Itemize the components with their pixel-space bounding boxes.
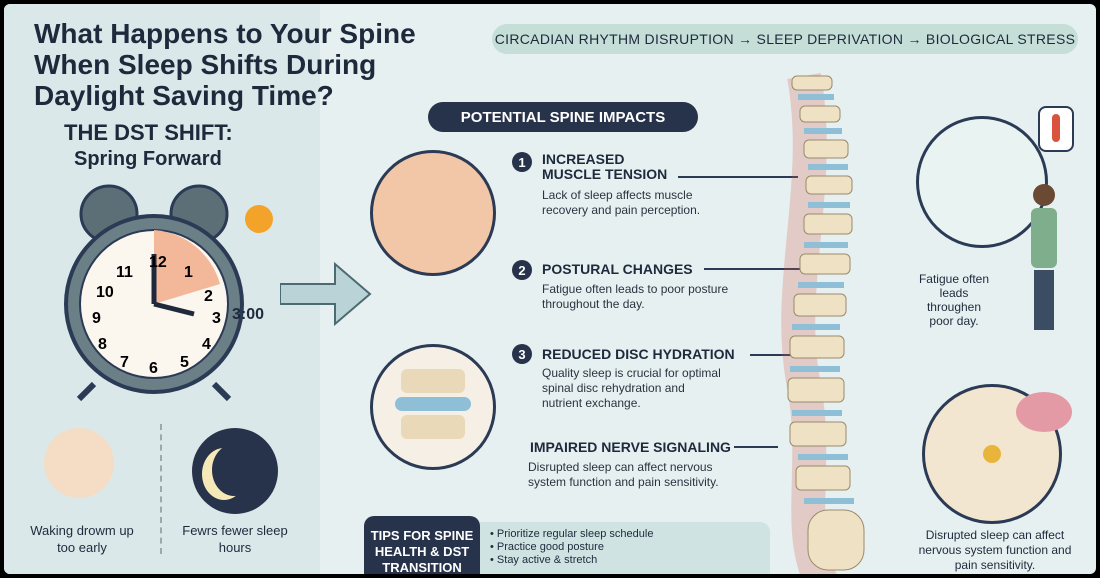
tips-heading: TIPS FOR SPINE HEALTH & DST TRANSITION [364,516,480,574]
impact-title: REDUCED DISC HYDRATION [542,346,735,362]
page-title: What Happens to Your Spine When Sleep Sh… [34,18,416,111]
thermometer-icon [1038,106,1074,152]
clock-number: 6 [149,360,158,377]
nerve-caption: Disrupted sleep can affect nervous syste… [918,528,1072,572]
impact-number: 1 [512,152,532,172]
connector-line [750,354,810,356]
infographic: What Happens to Your Spine When Sleep Sh… [4,4,1096,574]
clock-face: 12 1 2 3 4 5 6 7 8 9 10 11 [54,184,254,424]
walking-person-illustration [1014,184,1074,334]
dst-shift-subheading: Spring Forward [74,148,222,170]
impact-desc: Fatigue often leads to poor posture thro… [542,282,729,311]
desk-worker-illustration [916,116,1048,248]
impact-desc: Disrupted sleep can affect nervous syste… [528,460,719,489]
waking-early-caption: Waking drowm up too early [30,523,134,555]
spine-illustration [781,72,865,574]
causal-chain-banner: CIRCADIAN RHYTHM DISRUPTION → SLEEP DEPR… [492,24,1078,54]
dst-shift-heading: THE DST SHIFT: [64,120,233,145]
sleeping-person-icon [44,428,114,498]
brain-icon [1016,392,1072,432]
connector-line [704,268,804,270]
alarm-clock-icon [64,184,273,402]
clock-number: 1 [184,264,193,281]
moon-icon [192,428,278,514]
connector-line [678,176,798,178]
tip-item: • Stay active & stretch [490,554,598,566]
clock-number: 3 [212,310,221,327]
neck-muscle-illustration [370,150,496,276]
divider [160,424,162,554]
impact-title: POSTURAL CHANGES [542,261,693,277]
arrow-right-icon [280,261,372,327]
clock-number: 2 [204,288,213,305]
clock-number: 12 [149,254,167,271]
impact-title: IMPAIRED NERVE SIGNALING [530,439,731,455]
tips-list: • Prioritize regular sleep schedule • Pr… [480,522,770,574]
clock-number: 10 [96,284,114,301]
impact-number: 2 [512,260,532,280]
tip-item: • Prioritize regular sleep schedule [490,528,654,540]
impacts-heading: POTENTIAL SPINE IMPACTS [428,102,698,132]
fatigue-caption: Fatigue often leads throughen poor day. [918,272,990,328]
clock-number: 7 [120,354,129,371]
clock-number: 9 [92,310,101,327]
disc-illustration [370,344,496,470]
clock-number: 5 [180,354,189,371]
impact-desc: Lack of sleep affects muscle recovery an… [542,188,701,217]
clock-number: 4 [202,336,211,353]
connector-line [734,446,778,448]
tip-item: • Practice good posture [490,541,604,553]
sun-icon [245,205,273,233]
impact-desc: Quality sleep is crucial for optimal spi… [542,366,721,410]
time-label: 3:00 [232,306,265,323]
clock-number: 8 [98,336,107,353]
fewer-sleep-caption: Fewrs fewer sleep hours [182,523,288,555]
impact-number: 3 [512,344,532,364]
clock-number: 11 [116,264,133,281]
impact-title: INCREASED MUSCLE TENSION [542,151,668,182]
